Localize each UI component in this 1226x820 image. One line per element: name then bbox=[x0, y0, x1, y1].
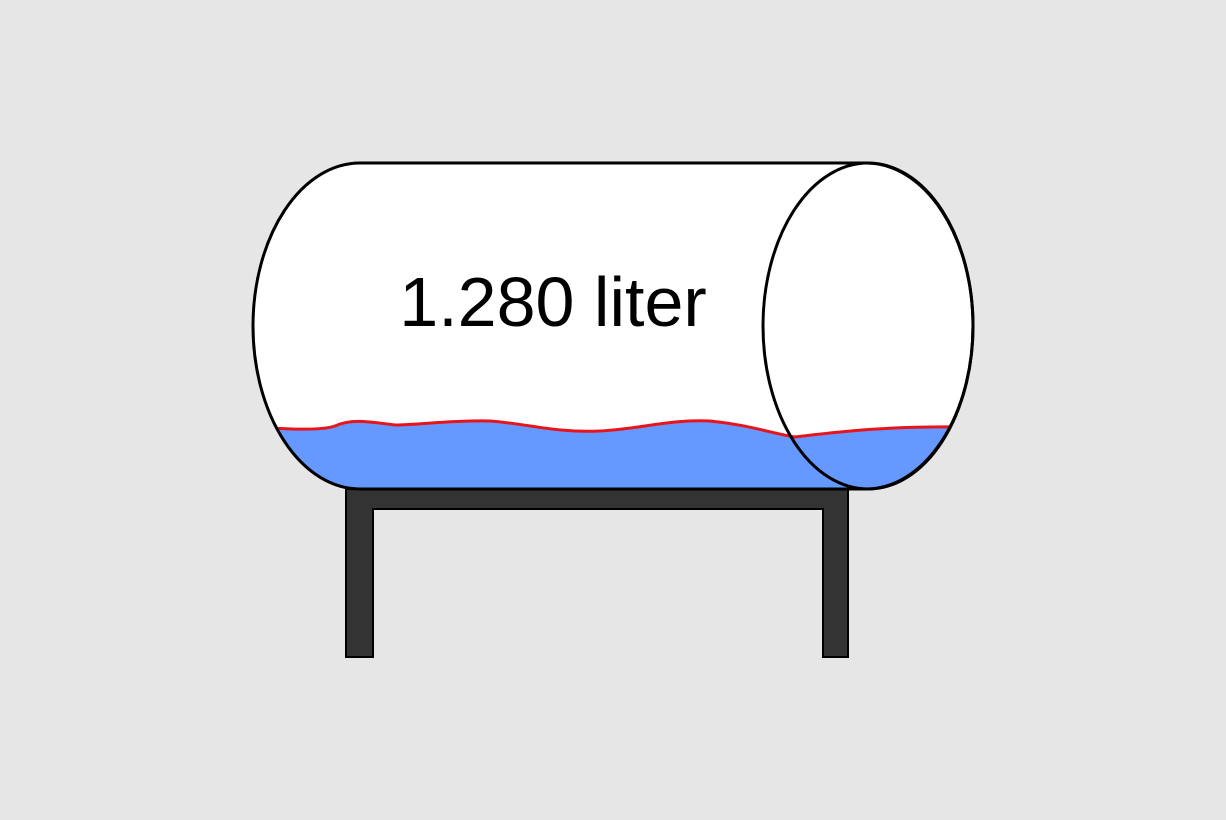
tank-stand bbox=[345, 488, 849, 658]
tank-body bbox=[253, 163, 973, 489]
tank-volume-label: 1.280 liter bbox=[399, 263, 706, 341]
tank-end-cap bbox=[761, 161, 975, 491]
liquid-surface-line bbox=[253, 419, 961, 439]
